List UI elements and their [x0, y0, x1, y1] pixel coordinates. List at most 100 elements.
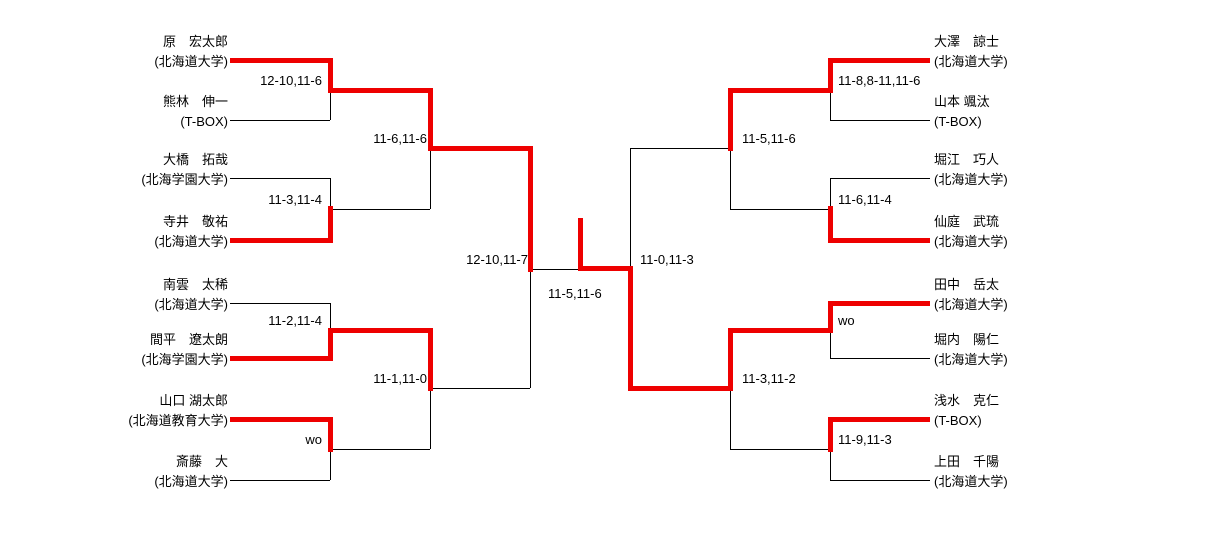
winner-path	[828, 238, 930, 243]
player-left-1: 熊林 伸一 (T-BOX)	[28, 92, 228, 132]
player-affiliation: (北海学園大学)	[141, 352, 228, 367]
player-name: 田中 岳太	[934, 277, 1000, 292]
player-affiliation: (北海道大学)	[934, 54, 1008, 69]
bracket-line	[730, 449, 830, 450]
player-affiliation: (T-BOX)	[934, 114, 982, 129]
bracket-line	[430, 388, 530, 389]
winner-path	[828, 417, 833, 452]
winner-path	[328, 58, 333, 93]
winner-path	[728, 88, 733, 151]
winner-path	[728, 88, 832, 93]
player-affiliation: (北海道大学)	[934, 172, 1008, 187]
player-affiliation: (北海道大学)	[154, 234, 228, 249]
score-right_round1-3: 11-9,11-3	[838, 432, 892, 447]
player-name: 寺井 敬祐	[162, 214, 228, 229]
player-right-3: 仙庭 武琉(北海道大学)	[934, 212, 1154, 252]
player-left-2: 大橋 拓哉 (北海学園大学)	[28, 150, 228, 190]
bracket-line	[230, 303, 330, 304]
winner-path	[328, 328, 333, 361]
winner-path	[828, 417, 930, 422]
player-name: 仙庭 武琉	[934, 214, 1000, 229]
bracket-line	[230, 480, 330, 481]
winner-path	[578, 266, 632, 271]
score-left_round1-2: 11-2,11-4	[268, 313, 322, 328]
player-name: 山本 颯汰	[934, 94, 990, 109]
player-left-4: 南雲 太稀(北海道大学)	[28, 275, 228, 315]
player-affiliation: (北海道大学)	[934, 352, 1008, 367]
winner-path	[230, 238, 333, 243]
winner-path	[230, 417, 333, 422]
score-left_round2-1: 11-1,11-0	[373, 371, 427, 386]
player-right-2: 堀江 巧人 (北海道大学)	[934, 150, 1154, 190]
winner-path	[828, 58, 833, 93]
winner-path	[230, 356, 333, 361]
bracket-line	[730, 209, 830, 210]
winner-path	[428, 328, 433, 391]
player-affiliation: (T-BOX)	[180, 114, 228, 129]
score-left_round1-0: 12-10,11-6	[260, 73, 322, 88]
player-name: 斎藤 大	[175, 454, 228, 469]
score-left_semifinal: 12-10,11-7	[466, 252, 528, 267]
bracket-line	[230, 120, 330, 121]
score-right_round1-2: wo	[838, 313, 855, 328]
player-affiliation: (北海道大学)	[154, 297, 228, 312]
winner-path	[230, 58, 333, 63]
player-name: 間平 遼太朗	[149, 332, 228, 347]
winner-path	[828, 301, 833, 333]
champion-pole	[578, 218, 583, 271]
player-affiliation: (北海道大学)	[154, 54, 228, 69]
score-left_round1-3: wo	[305, 432, 322, 447]
player-name: 堀内 陽仁	[934, 332, 1000, 347]
winner-path	[328, 206, 333, 243]
bracket-line	[630, 148, 730, 149]
winner-path	[628, 266, 633, 391]
winner-path	[328, 328, 433, 333]
bracket-line	[830, 120, 930, 121]
player-right-5: 堀内 陽仁 (北海道大学)	[934, 330, 1154, 370]
player-affiliation: (T-BOX)	[934, 413, 982, 428]
player-left-6: 山口 湖太郎 (北海道教育大学)	[28, 391, 228, 431]
score-right_semifinal: 11-0,11-3	[640, 252, 694, 267]
player-name: 堀江 巧人	[934, 152, 1000, 167]
player-affiliation: (北海道大学)	[154, 474, 228, 489]
player-right-6: 浅水 克仁 (T-BOX)	[934, 391, 1154, 431]
player-name: 上田 千陽	[934, 454, 1000, 469]
player-right-0: 大澤 諒士 (北海道大学)	[934, 32, 1154, 72]
bracket-line	[830, 480, 930, 481]
player-name: 浅水 克仁	[934, 393, 1000, 408]
player-name: 山口 湖太郎	[159, 393, 228, 408]
score-right_round1-1: 11-6,11-4	[838, 192, 892, 207]
winner-path	[328, 417, 333, 452]
winner-path	[828, 301, 930, 306]
bracket-line	[330, 209, 430, 210]
player-affiliation: (北海道大学)	[934, 297, 1008, 312]
score-right_round2-1: 11-3,11-2	[742, 371, 796, 386]
winner-path	[328, 88, 433, 93]
player-left-0: 原 宏太郎 (北海道大学)	[28, 32, 228, 72]
player-name: 大澤 諒士	[934, 34, 1000, 49]
winner-path	[728, 328, 832, 333]
player-name: 熊林 伸一	[162, 94, 228, 109]
winner-path	[828, 58, 930, 63]
winner-path	[728, 328, 733, 391]
player-right-4: 田中 岳太 (北海道大学)	[934, 275, 1154, 315]
bracket-line	[330, 449, 430, 450]
player-name: 大橋 拓哉	[162, 152, 228, 167]
player-left-3: 寺井 敬祐 (北海道大学)	[28, 212, 228, 252]
winner-path	[428, 146, 533, 151]
winner-path	[828, 206, 833, 243]
player-name: 原 宏太郎	[162, 34, 228, 49]
player-right-7: 上田 千陽 (北海道大学)	[934, 452, 1154, 492]
bracket-line	[230, 178, 330, 179]
bracket-line	[830, 178, 930, 179]
player-affiliation: (北海道大学)	[934, 474, 1008, 489]
player-left-7: 斎藤 大 (北海道大学)	[28, 452, 228, 492]
player-right-1: 山本 颯汰 (T-BOX)	[934, 92, 1154, 132]
score-right_round1-0: 11-8,8-11,11-6	[838, 73, 921, 88]
winner-path	[428, 88, 433, 151]
player-affiliation: (北海道教育大学)	[128, 413, 228, 428]
score-left_round2-0: 11-6,11-6	[373, 131, 427, 146]
player-affiliation: (北海学園大学)	[141, 172, 228, 187]
winner-path	[628, 386, 732, 391]
